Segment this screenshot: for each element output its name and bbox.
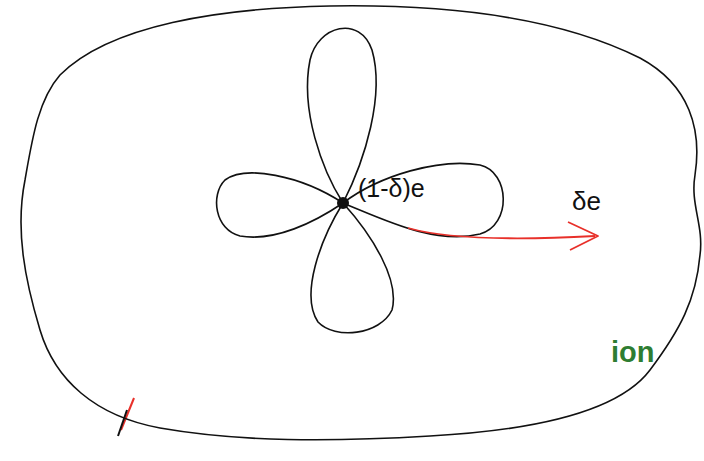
charge-label: (1-δ)e — [358, 176, 425, 201]
orbital-lobe — [311, 203, 393, 333]
charge-label: δe — [572, 188, 601, 214]
orbital-lobe — [343, 163, 503, 236]
orbital-lobe — [217, 173, 343, 237]
slash-mark — [118, 410, 127, 436]
arrow-head — [568, 222, 598, 250]
nucleus-dot — [337, 197, 349, 209]
blob-outline — [21, 6, 701, 440]
ion-label: ion — [611, 338, 655, 367]
slash-mark — [121, 398, 134, 430]
charge-transfer-arrow — [408, 228, 595, 238]
